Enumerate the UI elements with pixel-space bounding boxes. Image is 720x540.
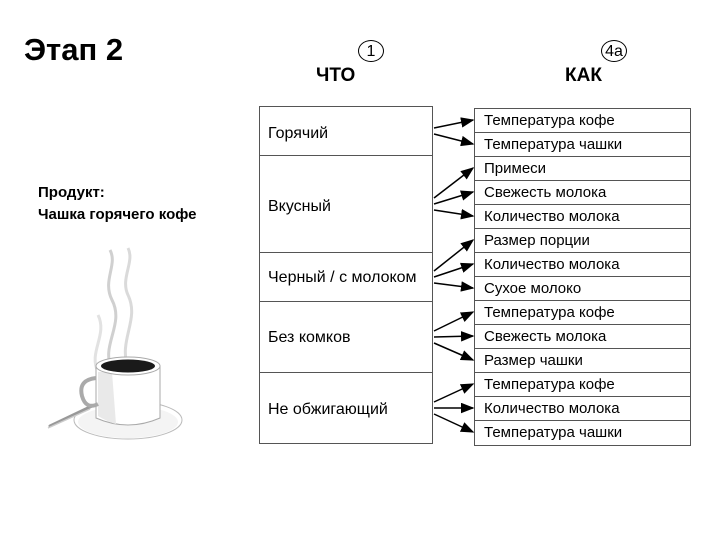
what-column-title: ЧТО (316, 65, 356, 86)
what-item-label: Не обжигающий (268, 401, 388, 418)
what-item-not-scalding: Не обжигающий (259, 372, 433, 444)
how-table: Температура кофе Температура чашки Приме… (474, 108, 691, 446)
what-step-badge: 1 (358, 40, 384, 62)
connector-arrow (433, 167, 475, 199)
connector-arrow (433, 133, 475, 147)
how-row: Температура кофе (475, 109, 690, 133)
what-item-no-lumps: Без комков (259, 301, 433, 373)
connector-arrow (433, 342, 475, 361)
what-item-tasty: Вкусный (259, 155, 433, 253)
how-row: Размер порции (475, 229, 690, 253)
how-row: Температура чашки (484, 424, 623, 441)
how-row: Количество молока (475, 253, 690, 277)
connector-arrow (433, 331, 475, 342)
what-item-label: Без комков (268, 329, 351, 346)
connector-arrow (433, 190, 475, 205)
how-row: Свежесть молока (475, 181, 690, 205)
connector-arrow (433, 262, 475, 278)
how-column-title: КАК (565, 65, 602, 86)
how-row: Примеси (475, 157, 690, 181)
how-step-badge: 4а (601, 40, 627, 62)
how-row: Температура кофе (475, 373, 690, 397)
connector-arrow (433, 413, 475, 433)
how-row: Количество молока (475, 397, 690, 421)
connector-arrow (433, 239, 475, 272)
what-item-label: Вкусный (268, 198, 331, 215)
product-name: Чашка горячего кофе (38, 206, 197, 223)
how-row: Свежесть молока (475, 325, 690, 349)
connector-arrow (433, 208, 475, 220)
how-row: Сухое молоко (475, 277, 690, 301)
connector-arrow (433, 117, 475, 129)
connector-arrow (433, 281, 475, 292)
connector-arrow (433, 311, 475, 332)
product-block: Продукт: Чашка горячего кофе (38, 182, 197, 226)
how-row: Температура чашки (475, 133, 690, 157)
how-row: Количество молока (475, 205, 690, 229)
what-item-label: Черный / с молоком (268, 269, 417, 286)
what-item-label: Горячий (268, 125, 329, 142)
product-label: Продукт: (38, 184, 105, 201)
connector-arrow (433, 383, 475, 403)
stage-title: Этап 2 (24, 32, 124, 67)
how-row: Температура кофе (475, 301, 690, 325)
how-row: Размер чашки (475, 349, 690, 373)
